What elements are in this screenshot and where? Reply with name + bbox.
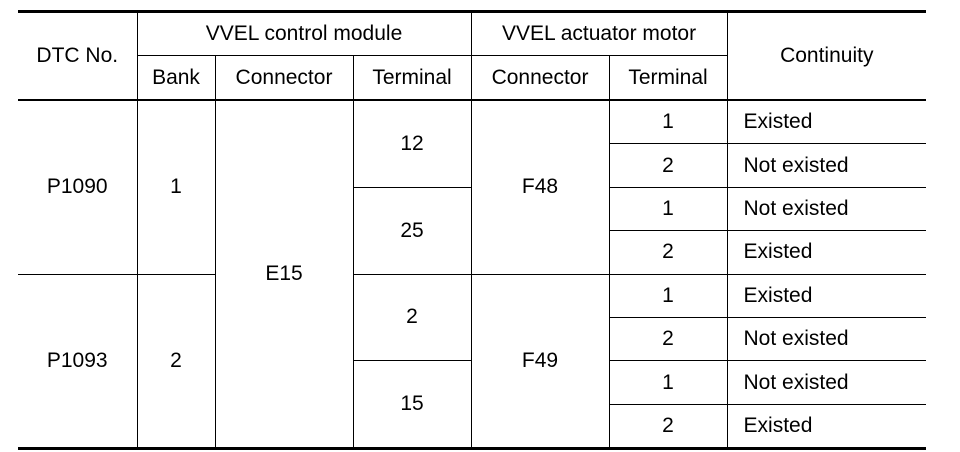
actuator-terminal-cell: 1 <box>609 187 728 232</box>
header-bank: Bank <box>137 55 216 101</box>
module-terminal-cell: 12 <box>353 100 472 188</box>
module-terminal-cell: 2 <box>353 274 472 362</box>
header-module-terminal: Terminal <box>353 55 472 101</box>
actuator-terminal-cell: 2 <box>609 143 728 188</box>
header-vvel-actuator-motor: VVEL actuator motor <box>471 10 728 56</box>
actuator-terminal-cell: 1 <box>609 100 728 145</box>
dtc-cell: P1090 <box>18 100 138 275</box>
table-row: 2 Not existed <box>18 143 927 188</box>
module-connector-cell: E15 <box>215 100 354 451</box>
actuator-terminal-cell: 1 <box>609 360 728 405</box>
header-vvel-control-module: VVEL control module <box>137 10 472 56</box>
continuity-table-container: DTC No. VVEL control module VVEL actuato… <box>18 10 927 451</box>
header-continuity: Continuity <box>727 10 927 101</box>
continuity-table: DTC No. VVEL control module VVEL actuato… <box>18 10 927 451</box>
actuator-terminal-cell: 2 <box>609 230 728 275</box>
continuity-cell: Not existed <box>727 317 927 362</box>
actuator-terminal-cell: 2 <box>609 317 728 362</box>
actuator-connector-cell: F48 <box>471 100 610 275</box>
actuator-connector-cell: F49 <box>471 274 610 451</box>
table-row: 2 Existed <box>18 230 927 275</box>
header-dtc-no: DTC No. <box>18 10 138 101</box>
continuity-cell: Existed <box>727 230 927 275</box>
header-actuator-connector: Connector <box>471 55 610 101</box>
dtc-cell: P1093 <box>18 274 138 451</box>
actuator-terminal-cell: 2 <box>609 404 728 451</box>
table-row: 25 1 Not existed <box>18 187 927 275</box>
module-terminal-cell: 25 <box>353 187 472 275</box>
table-row: P1090 1 E15 12 F48 1 Existed <box>18 100 927 451</box>
continuity-cell: Not existed <box>727 187 927 232</box>
continuity-cell: Existed <box>727 274 927 318</box>
continuity-cell: Not existed <box>727 360 927 405</box>
continuity-cell: Not existed <box>727 143 927 188</box>
table-row: 2 Not existed <box>18 317 927 362</box>
table-row: 2 Existed <box>18 404 927 451</box>
module-terminal-cell: 15 <box>353 360 472 451</box>
table-row: 15 1 Not existed <box>18 360 927 451</box>
continuity-cell: Existed <box>727 404 927 451</box>
bank-cell: 1 <box>137 100 216 275</box>
actuator-terminal-cell: 1 <box>609 274 728 318</box>
header-module-connector: Connector <box>215 55 354 101</box>
header-actuator-terminal: Terminal <box>609 55 728 101</box>
continuity-cell: Existed <box>727 100 927 145</box>
table-row: P1093 2 2 F49 1 Existed <box>18 274 927 451</box>
bank-cell: 2 <box>137 274 216 451</box>
